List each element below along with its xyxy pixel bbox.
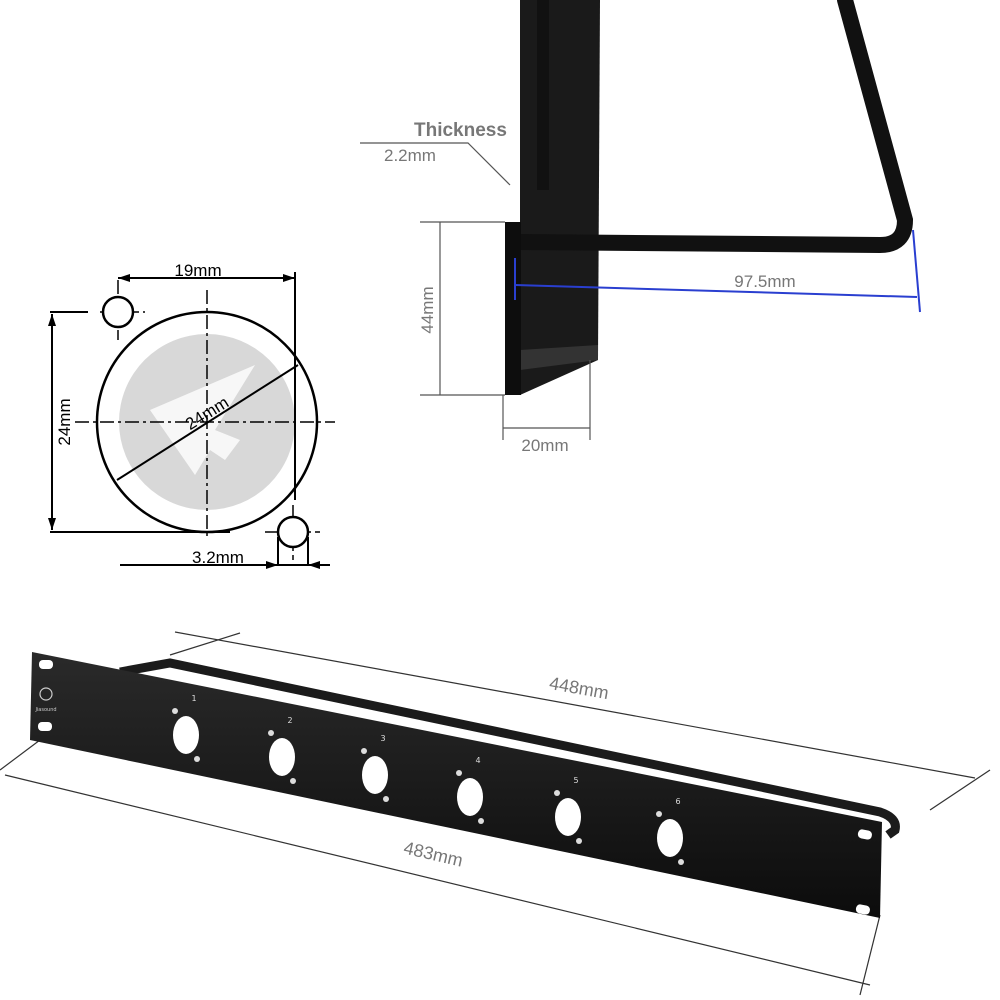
port-hole <box>657 819 683 857</box>
port-hole <box>173 716 199 754</box>
rack-ear-slot <box>39 660 53 669</box>
port-screw-hole <box>194 756 200 762</box>
port-screw-hole <box>456 770 462 776</box>
thickness-title: Thickness <box>414 120 507 141</box>
port-number: 1 <box>191 694 196 703</box>
bracket-side-view: Thickness 2.2mm 44mm 20mm 97.5mm <box>360 0 921 455</box>
port-hole <box>269 738 295 776</box>
cutout-height-label: 24mm <box>55 398 74 445</box>
port-screw-hole <box>172 708 178 714</box>
inner-width-label: 448mm <box>548 673 611 703</box>
overall-width-label: 483mm <box>402 838 465 871</box>
panel-handle <box>119 658 900 839</box>
port-screw-hole <box>290 778 296 784</box>
xlr-port-cutout: 2 <box>268 716 296 784</box>
bracket-height-label: 44mm <box>418 286 437 333</box>
handle-depth-label: 97.5mm <box>734 272 795 291</box>
handle-depth-dimension <box>514 229 921 313</box>
xlr-port-cutout: 6 <box>656 797 684 865</box>
cutout-width-label: 19mm <box>174 261 221 280</box>
brand-logo <box>39 687 53 701</box>
screw-hole-bottom <box>276 515 310 549</box>
brand-logo-text: Jiasound <box>34 707 56 713</box>
rack-ear-slot <box>855 904 870 915</box>
port-screw-hole <box>268 730 274 736</box>
port-number: 2 <box>287 716 292 725</box>
port-number: 4 <box>475 756 480 765</box>
xlr-port-cutout: 4 <box>456 756 484 824</box>
screw-hole-label: 3.2mm <box>192 548 244 567</box>
port-screw-hole <box>383 796 389 802</box>
xlr-port-cutout: 1 <box>172 694 200 762</box>
rack-ear-slot <box>857 829 872 840</box>
panel-view: Jiasound 1 2 3 4 5 6 448mm 483mm <box>0 631 991 996</box>
xlr-port-cutout: 5 <box>554 776 582 844</box>
bracket-handle <box>512 0 914 254</box>
port-hole <box>555 798 581 836</box>
port-number: 5 <box>573 776 578 785</box>
port-number: 6 <box>675 797 680 806</box>
xlr-port-cutout: 3 <box>361 734 389 802</box>
port-screw-hole <box>554 790 560 796</box>
port-screw-hole <box>478 818 484 824</box>
bracket-front-plate <box>505 222 521 395</box>
rack-ear-slot <box>38 722 52 731</box>
port-hole <box>362 756 388 794</box>
port-screw-hole <box>656 811 662 817</box>
screw-hole-top <box>101 295 135 329</box>
cutout-drawing: 19mm 24mm 24mm 3.2mm <box>48 261 335 569</box>
bracket-depth-label: 20mm <box>521 436 568 455</box>
port-screw-hole <box>361 748 367 754</box>
port-screw-hole <box>678 859 684 865</box>
port-number: 3 <box>380 734 385 743</box>
thickness-value: 2.2mm <box>384 146 436 165</box>
port-screw-hole <box>576 838 582 844</box>
port-hole <box>457 778 483 816</box>
bracket-side-flange <box>520 0 600 395</box>
watermark-logo-mark <box>150 365 255 475</box>
